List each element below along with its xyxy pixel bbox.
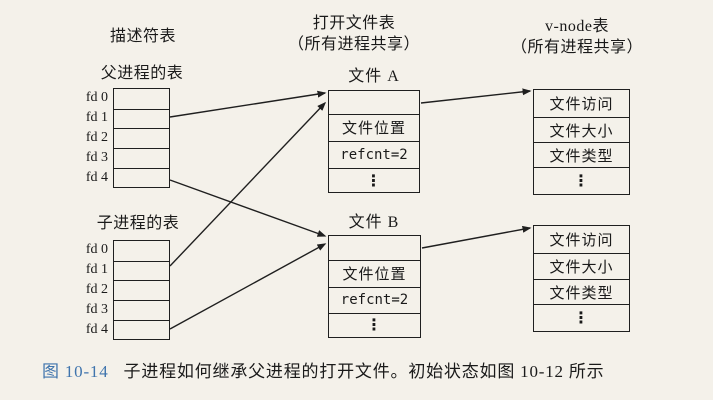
file-b-dots-cell: ⋮ — [329, 312, 420, 336]
vnode-b-size-cell: 文件大小 — [534, 253, 629, 279]
arrow-file-b-to-vnode-b — [421, 225, 532, 249]
file-a-block: 文件位置 refcnt=2 ⋮ — [328, 90, 420, 193]
open-file-table-title: 打开文件表 — [312, 15, 396, 32]
child-fd0-slot — [114, 241, 169, 261]
figure-number: 图 10-14 — [42, 362, 109, 381]
arrow-child-fd1-to-file-a — [169, 101, 327, 267]
file-a-label: 文件 A — [348, 68, 400, 85]
open-file-table-header: 打开文件表 （所有进程共享） — [274, 13, 434, 55]
figure-caption: 图 10-14 子进程如何继承父进程的打开文件。初始状态如图 10-12 所示 — [42, 357, 604, 382]
vnode-b-type-cell: 文件类型 — [534, 279, 629, 304]
open-file-table-subtitle: （所有进程共享） — [287, 36, 420, 53]
vnode-a-block: 文件访问 文件大小 文件类型 ⋮ — [533, 89, 630, 195]
vnode-b-access-cell: 文件访问 — [549, 233, 614, 249]
child-fd3-slot — [114, 300, 169, 320]
child-fd2-slot — [114, 280, 169, 300]
file-b-label: 文件 B — [348, 214, 400, 231]
parent-descriptor-table — [113, 88, 170, 188]
child-fd1-slot — [114, 260, 169, 281]
parent-fd0-slot — [114, 89, 169, 109]
child-fd0-label: fd 0 — [85, 242, 108, 257]
parent-fd0-label: fd 0 — [85, 90, 108, 105]
parent-fd1-label: fd 1 — [85, 110, 108, 125]
descriptor-table-header: 描述符表 — [109, 28, 176, 45]
arrow-child-fd4-to-file-b — [169, 243, 327, 330]
file-b-pos-cell: 文件位置 — [329, 259, 420, 287]
vnode-a-access-cell: 文件访问 — [549, 97, 614, 113]
file-a-entry-cell — [329, 91, 419, 114]
file-a-refcnt-cell: refcnt=2 — [329, 140, 419, 168]
parent-fd4-slot — [114, 167, 169, 188]
child-fd1-label: fd 1 — [85, 262, 108, 277]
parent-fd2-label: fd 2 — [85, 130, 108, 145]
vnode-table-subtitle: （所有进程共享） — [510, 39, 643, 56]
arrow-parent-fd1-to-file-a — [169, 90, 327, 118]
arrow-file-a-to-vnode-a — [420, 88, 532, 104]
parent-table-label: 父进程的表 — [100, 65, 184, 82]
vnode-b-dots-cell: ⋮ — [534, 304, 629, 329]
file-b-block: 文件位置 refcnt=2 ⋮ — [328, 235, 421, 338]
parent-fd4-label: fd 4 — [85, 170, 108, 185]
vnode-table-title: v-node表 — [545, 18, 609, 35]
vnode-a-size-cell: 文件大小 — [534, 117, 629, 142]
child-fd4-slot — [114, 319, 169, 340]
file-b-entry-cell — [329, 236, 420, 260]
parent-fd3-label: fd 3 — [85, 150, 108, 165]
parent-fd2-slot — [114, 128, 169, 148]
child-table-label: 子进程的表 — [96, 215, 180, 232]
parent-fd1-slot — [114, 108, 169, 129]
child-fd2-label: fd 2 — [85, 282, 108, 297]
file-b-refcnt-cell: refcnt=2 — [329, 286, 420, 313]
parent-fd3-slot — [114, 148, 169, 168]
figure-caption-text: 子进程如何继承父进程的打开文件。初始状态如图 10-12 所示 — [123, 362, 605, 381]
vnode-a-dots-cell: ⋮ — [534, 167, 629, 192]
child-fd4-label: fd 4 — [85, 322, 108, 337]
vnode-b-block: 文件访问 文件大小 文件类型 ⋮ — [533, 225, 630, 332]
child-fd3-label: fd 3 — [85, 302, 108, 317]
vnode-table-header: v-node表 （所有进程共享） — [497, 16, 657, 58]
file-a-dots-cell: ⋮ — [329, 167, 419, 192]
vnode-a-type-cell: 文件类型 — [534, 142, 629, 167]
file-a-pos-cell: 文件位置 — [329, 113, 419, 141]
child-descriptor-table — [113, 240, 170, 340]
